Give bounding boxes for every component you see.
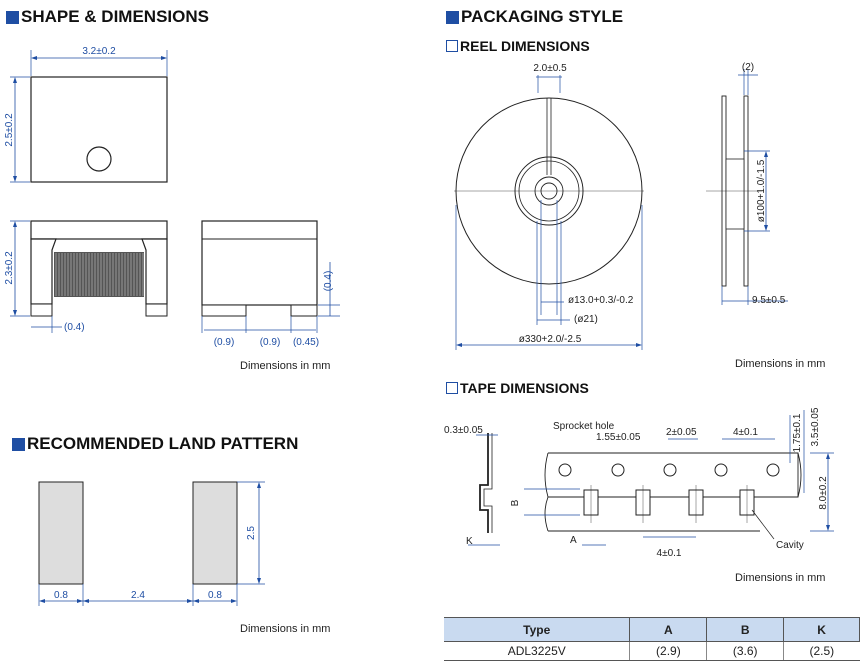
tape-b-label: B (510, 499, 521, 506)
tape-width-dimension: 8.0±0.2 (818, 476, 829, 510)
length-dimension: 2.5±0.2 (4, 113, 15, 147)
header-b: B (706, 617, 785, 642)
tape-a-label: A (570, 535, 577, 546)
tape-cross-section (479, 433, 489, 533)
header-k: K (783, 617, 860, 642)
spec-table-header: Type A B K (444, 617, 860, 642)
packaging-title-text: PACKAGING STYLE (461, 7, 624, 26)
cell-a: (2.9) (629, 641, 707, 661)
sprocket-hole (558, 463, 572, 477)
land-units-note: Dimensions in mm (240, 623, 331, 635)
sprocket-hole (663, 463, 677, 477)
sprocket-hole (611, 463, 625, 477)
land-pad-left (38, 481, 84, 585)
tape-drawing: 0.3±0.05 K Sprocket hole 1.55±0.05 2±0.0… (444, 407, 834, 559)
shape-title-text: SHAPE & DIMENSIONS (21, 7, 209, 26)
polarity-mark (86, 146, 112, 172)
section-square-icon (6, 10, 19, 24)
pad-c-dimension: (0.45) (293, 337, 319, 348)
land-pad-width-left: 0.8 (54, 590, 68, 601)
reel-title-text: REEL DIMENSIONS (460, 38, 590, 54)
tape-subtitle: TAPE DIMENSIONS (446, 380, 589, 396)
pad-a-dimension: (0.9) (214, 337, 235, 348)
land-pad-right (192, 481, 238, 585)
wire-coil (54, 252, 144, 297)
reel-units-note: Dimensions in mm (735, 358, 826, 370)
carrier-tape (544, 452, 802, 532)
land-pad-width-right: 0.8 (208, 590, 222, 601)
shape-units-note: Dimensions in mm (240, 360, 331, 372)
tape-units-note: Dimensions in mm (735, 572, 826, 584)
section-square-icon (446, 10, 459, 24)
right-terminal (141, 238, 168, 305)
tape-title-text: TAPE DIMENSIONS (460, 380, 589, 396)
terminal-front-dimension: (0.4) (64, 322, 85, 333)
pad-b-dimension: (0.9) (260, 337, 281, 348)
land-pattern-drawing: 0.8 2.4 0.8 2.5 (38, 481, 265, 606)
shape-section-title: SHAPE & DIMENSIONS (6, 7, 209, 27)
reel-subtitle: REEL DIMENSIONS (446, 38, 590, 54)
table-row: ADL3225V (2.9) (3.6) (2.5) (444, 641, 860, 661)
component-side-view (201, 220, 318, 306)
land-gap: 2.4 (131, 590, 145, 601)
sprocket-offset-dimension: 2±0.05 (666, 427, 697, 438)
reel-drawing: 2.0±0.5 ø13.0+0.3/-0.2 (ø21) ø330+2.0/-2… (454, 62, 788, 350)
reel-hub-outer-dimension: (ø21) (574, 314, 598, 325)
sprocket-pitch-dimension: 4±0.1 (733, 427, 758, 438)
tape-edge-dimension: 1.75±0.1 (792, 413, 803, 452)
cavity-label: Cavity (776, 540, 804, 551)
header-a: A (629, 617, 708, 642)
sprocket-hole (766, 463, 780, 477)
subsection-square-icon (446, 382, 458, 394)
cell-b: (3.6) (706, 641, 784, 661)
tape-center-dimension: 3.5±0.05 (810, 407, 821, 446)
reel-core-dimension: ø100+1.0/-1.5 (756, 159, 767, 222)
tape-k-label: K (466, 536, 473, 547)
reel-flange-gap-dimension: (2) (742, 62, 754, 73)
section-square-icon (12, 437, 25, 451)
reel-outer-dimension: ø330+2.0/-2.5 (519, 334, 582, 345)
reel-width-dimension: 9.5±0.5 (752, 295, 786, 306)
subsection-square-icon (446, 40, 458, 52)
width-dimension: 3.2±0.2 (82, 46, 116, 57)
shape-drawing: 3.2±0.2 2.5±0.2 2.3±0.2 (0.4) (0.9) (0.9… (4, 46, 340, 348)
reel-hub-dimension: ø13.0+0.3/-0.2 (568, 295, 634, 306)
land-pad-height: 2.5 (246, 526, 257, 540)
spec-table: Type A B K ADL3225V (2.9) (3.6) (2.5) (444, 617, 860, 661)
reel-slot-dimension: 2.0±0.5 (533, 63, 567, 74)
cell-k: (2.5) (783, 641, 860, 661)
header-type: Type (444, 617, 631, 642)
land-title-text: RECOMMENDED LAND PATTERN (27, 434, 299, 453)
tape-thickness-dimension: 0.3±0.05 (444, 425, 483, 436)
cavity-pitch-dimension: 4±0.1 (657, 548, 682, 559)
side-height-dimension: (0.4) (323, 271, 334, 292)
land-section-title: RECOMMENDED LAND PATTERN (12, 434, 298, 454)
cell-type: ADL3225V (444, 641, 630, 661)
sprocket-hole (714, 463, 728, 477)
packaging-section-title: PACKAGING STYLE (446, 7, 623, 27)
height-dimension: 2.3±0.2 (4, 251, 15, 285)
sprocket-dimension: 1.55±0.05 (596, 432, 641, 443)
left-terminal (30, 238, 57, 305)
sprocket-label: Sprocket hole (553, 421, 615, 432)
